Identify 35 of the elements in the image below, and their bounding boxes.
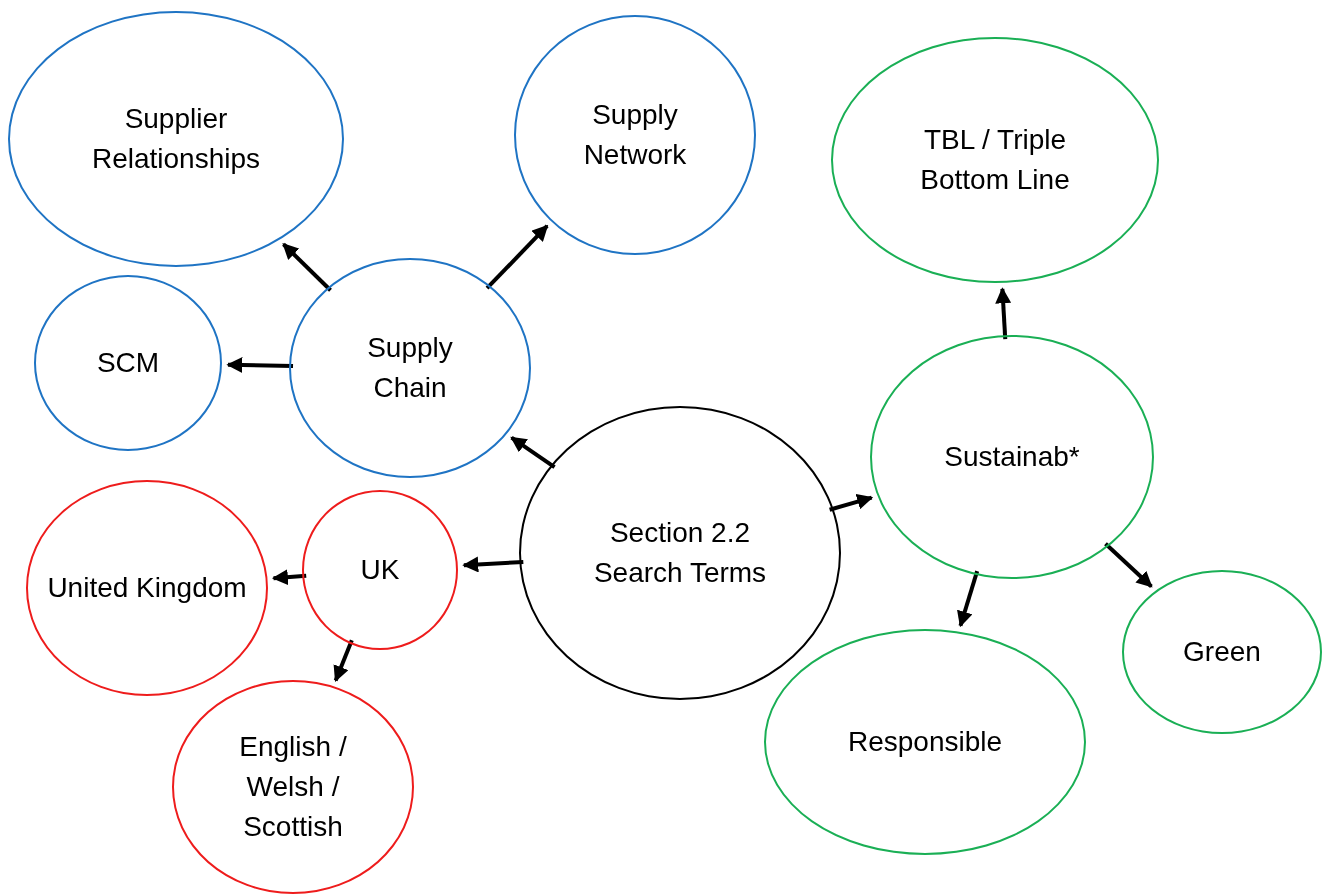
node-label: Supplier Relationships <box>90 102 262 176</box>
arrow <box>282 242 332 292</box>
node-label: English / Welsh / Scottish <box>238 730 348 844</box>
ellipse-node <box>519 406 841 700</box>
arrow <box>1104 542 1153 588</box>
node-label: Supply Chain <box>366 331 454 405</box>
node-label: Section 2.2 Search Terms <box>592 516 768 590</box>
arrow <box>485 224 549 290</box>
ellipse-node <box>764 629 1086 855</box>
arrow <box>333 639 354 683</box>
ellipse-node <box>26 480 268 696</box>
node-label: TBL / Triple Bottom Line <box>919 123 1071 197</box>
arrow <box>957 570 980 628</box>
arrow <box>226 357 294 374</box>
arrow <box>462 556 524 573</box>
ellipse-node <box>831 37 1159 283</box>
ellipse-node <box>172 680 414 894</box>
arrow <box>995 287 1012 340</box>
ellipse-node <box>34 275 222 451</box>
arrow <box>510 435 556 469</box>
ellipse-node <box>302 490 458 650</box>
node-label: United Kingdom <box>47 571 247 605</box>
ellipse-node <box>1122 570 1322 734</box>
node-label: Green <box>1183 635 1261 669</box>
node-label: SCM <box>96 346 160 380</box>
ellipse-node <box>8 11 344 267</box>
ellipse-node <box>514 15 756 255</box>
node-label: Sustainab* <box>944 440 1080 474</box>
ellipse-node <box>870 335 1154 579</box>
arrow <box>829 493 874 512</box>
arrow <box>271 569 307 586</box>
node-label: Supply Network <box>582 98 688 172</box>
node-label: UK <box>360 553 400 587</box>
node-label: Responsible <box>847 725 1003 759</box>
ellipse-node <box>289 258 531 478</box>
